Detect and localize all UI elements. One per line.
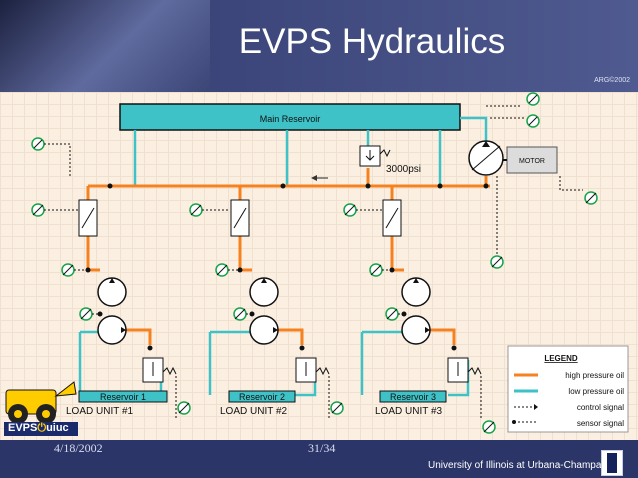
evps-logo-text: EVPS⏻uiuc [8,422,69,434]
reservoir-3-label: Reservoir 3 [390,392,436,402]
sensor-signal-icon [490,255,504,269]
legend: LEGEND high pressure oil low pressure oi… [507,345,629,433]
relief-pressure-label: 3000psi [386,164,421,175]
legend-title: LEGEND [544,354,578,363]
diagram-canvas [0,92,638,440]
load-unit-3 [343,199,496,434]
legend-sensor: sensor signal [577,419,624,428]
footer-bar [0,440,638,478]
load-unit-3-label: LOAD UNIT #3 [375,406,442,417]
control-signal-icon [584,191,598,205]
load-unit-1-label: LOAD UNIT #1 [66,406,133,417]
load-unit-1 [31,199,191,419]
footer-date: 4/18/2002 [54,441,103,455]
junction-dots [85,183,489,351]
low-pressure-lines [78,116,488,397]
pressure-gauge-icon [526,114,540,128]
main-reservoir-label: Main Reservoir [260,114,321,124]
pressure-gauge-icon [31,137,45,151]
main-reservoir [119,103,461,131]
header-photo [0,0,210,92]
legend-control: control signal [577,403,624,412]
load-unit-2-label: LOAD UNIT #2 [220,406,287,417]
pressure-gauge-icon [526,92,540,106]
copyright-note: ARG©2002 [594,77,630,84]
evps-logo: EVPS⏻uiuc [4,376,78,438]
slide-title: EVPS Hydraulics [238,22,506,61]
legend-low: low pressure oil [568,387,624,396]
header-banner [0,0,638,92]
motor [506,146,558,174]
high-pressure-lines [86,168,490,345]
university-name: University of Illinois at Urbana-Champai… [428,460,615,471]
page-number: 31/34 [308,441,336,455]
reservoir-1-label: Reservoir 1 [100,392,146,402]
reservoir-2-label: Reservoir 2 [239,392,285,402]
legend-high: high pressure oil [565,371,624,380]
motor-label: MOTOR [519,158,545,165]
load-unit-2 [189,199,344,419]
illinois-logo [601,450,623,476]
